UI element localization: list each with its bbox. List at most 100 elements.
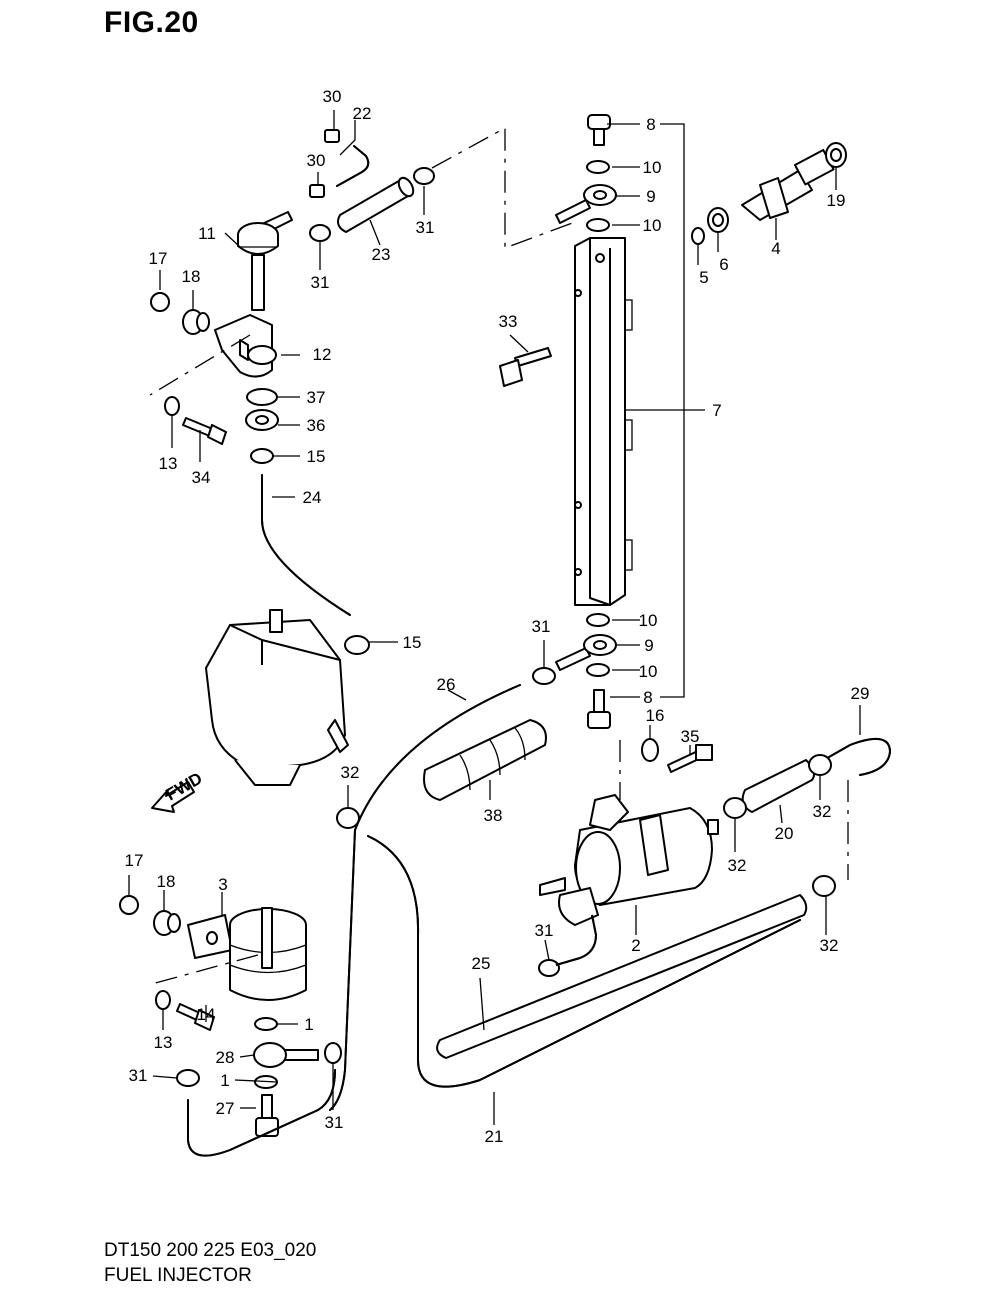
callout-3: 3: [218, 875, 227, 894]
washer-5: [691, 227, 705, 245]
bolt-34: [182, 417, 227, 445]
vapor-separator-tank: [205, 609, 349, 786]
washer-37: [246, 388, 278, 406]
callout-9-top: 9: [646, 187, 655, 206]
callout-10-d: 10: [639, 662, 658, 681]
callout-27: 27: [216, 1099, 235, 1118]
callout-30-top: 30: [323, 87, 342, 106]
callout-12: 12: [313, 345, 332, 364]
washer-13-bottom: [155, 990, 171, 1010]
callout-34: 34: [192, 468, 211, 487]
grommet-6: [707, 207, 729, 233]
grommet-18-bottom: [153, 910, 181, 936]
callout-19: 19: [827, 191, 846, 210]
callout-5: 5: [699, 268, 708, 287]
union-9-bottom: [555, 634, 617, 671]
callout-31-upper-left: 31: [311, 273, 330, 292]
fwd-arrow: FWD: [151, 769, 206, 813]
callout-10-a: 10: [643, 158, 662, 177]
callout-23: 23: [372, 245, 391, 264]
hose-24-inner: [261, 474, 351, 616]
callout-30-lower: 30: [307, 151, 326, 170]
callout-10-c: 10: [639, 611, 658, 630]
callout-1-a: 1: [304, 1015, 313, 1034]
washer-16: [641, 738, 659, 762]
bolt-33: [499, 347, 552, 387]
callout-8-bottom: 8: [643, 688, 652, 707]
hose-20: [741, 759, 815, 813]
callout-32-left: 32: [341, 763, 360, 782]
bolt-35: [667, 744, 713, 773]
callout-13-bottom: 13: [154, 1033, 173, 1052]
bolt-14: [176, 1003, 215, 1031]
callout-16: 16: [646, 706, 665, 725]
callout-35: 35: [681, 727, 700, 746]
callout-31-left: 31: [129, 1066, 148, 1085]
callout-14: 14: [197, 1005, 216, 1024]
callout-31-pump: 31: [535, 921, 554, 940]
fuel-filter-3: [187, 907, 307, 1001]
sleeve-38: [423, 719, 547, 801]
callout-20: 20: [775, 824, 794, 843]
callout-4: 4: [771, 239, 780, 258]
hose-29-inner: [814, 737, 892, 776]
callout-28: 28: [216, 1048, 235, 1067]
callout-26: 26: [437, 675, 456, 694]
callout-32-pump: 32: [728, 856, 747, 875]
washer-13-top: [164, 396, 180, 416]
callout-31-upper-right: 31: [416, 218, 435, 237]
callout-11: 11: [198, 224, 216, 243]
bolt-27: [255, 1094, 279, 1137]
union-28: [253, 1042, 319, 1068]
washer-1-a: [254, 1017, 278, 1031]
footer-model-code: DT150 200 225 E03_020: [104, 1240, 317, 1261]
union-9-top: [555, 184, 617, 224]
clip-30-upper: [324, 129, 340, 143]
bolt-8-bottom: [587, 689, 611, 729]
callout-17-top: 17: [149, 249, 168, 268]
callout-37: 37: [307, 388, 326, 407]
callout-2: 2: [631, 936, 640, 955]
callout-15-top: 15: [307, 447, 326, 466]
callout-21: 21: [485, 1127, 504, 1146]
clip-31-pump: [538, 959, 560, 977]
callout-36: 36: [307, 416, 326, 435]
clip-32-a: [808, 754, 832, 776]
callout-31-right: 31: [325, 1113, 344, 1132]
washer-10-c: [586, 613, 610, 627]
callout-8-top: 8: [646, 115, 655, 134]
clip-30-lower: [309, 184, 325, 198]
clip-32-d: [336, 807, 360, 829]
washer-10-d: [586, 663, 610, 677]
hose-23: [337, 176, 415, 233]
callout-18-top: 18: [182, 267, 201, 286]
hose-26-inner: [329, 684, 521, 1111]
callout-25: 25: [472, 954, 491, 973]
figure-title: FIG.20: [104, 6, 199, 39]
nut-36: [245, 409, 279, 431]
clip-32-c: [812, 875, 836, 897]
grommet-18-top: [182, 309, 210, 335]
callout-33: 33: [499, 312, 518, 331]
clip-31-left: [176, 1069, 200, 1087]
clip-15-top: [250, 448, 274, 464]
bushing-17-top: [150, 292, 170, 312]
bolt-8-top: [587, 114, 611, 146]
o-ring-19: [825, 142, 847, 168]
callout-7: 7: [712, 401, 721, 420]
bracket-12: [214, 314, 277, 378]
callout-32-far-right: 32: [820, 936, 839, 955]
callout-29: 29: [851, 684, 870, 703]
hose-22-inner: [336, 145, 370, 187]
callout-13-top: 13: [159, 454, 178, 473]
callout-18-bottom: 18: [157, 872, 176, 891]
callout-6: 6: [719, 255, 728, 274]
clip-32-b: [723, 797, 747, 819]
clip-31-a: [309, 224, 331, 242]
hose-21-inner: [367, 835, 801, 1088]
callout-31-mid: 31: [532, 617, 551, 636]
hose-25: [436, 894, 808, 1059]
hose-22: [336, 145, 370, 187]
footer-section-title: FUEL INJECTOR: [104, 1265, 252, 1286]
